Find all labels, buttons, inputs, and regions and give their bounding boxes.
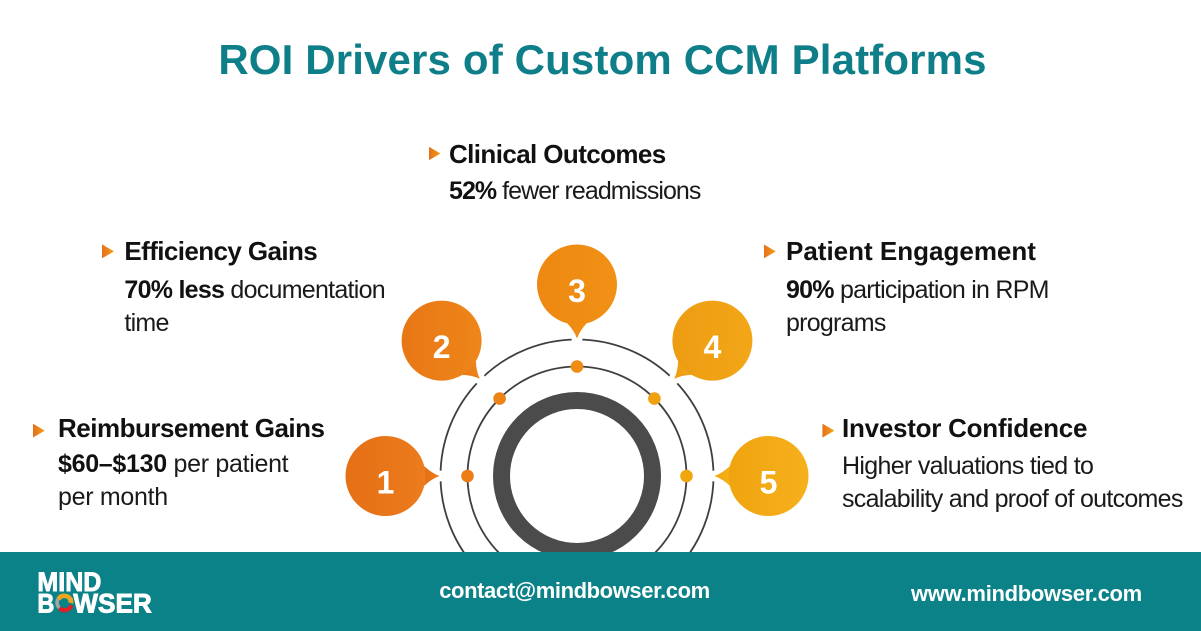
svg-text:MIND: MIND	[38, 572, 102, 597]
svg-text:3: 3	[568, 273, 586, 309]
svg-text:4: 4	[704, 329, 722, 365]
svg-text:2: 2	[433, 329, 451, 365]
svg-text:5: 5	[760, 465, 778, 501]
svg-text:1: 1	[377, 465, 395, 501]
svg-text:WSER: WSER	[73, 588, 152, 618]
svg-text:B: B	[38, 588, 55, 618]
